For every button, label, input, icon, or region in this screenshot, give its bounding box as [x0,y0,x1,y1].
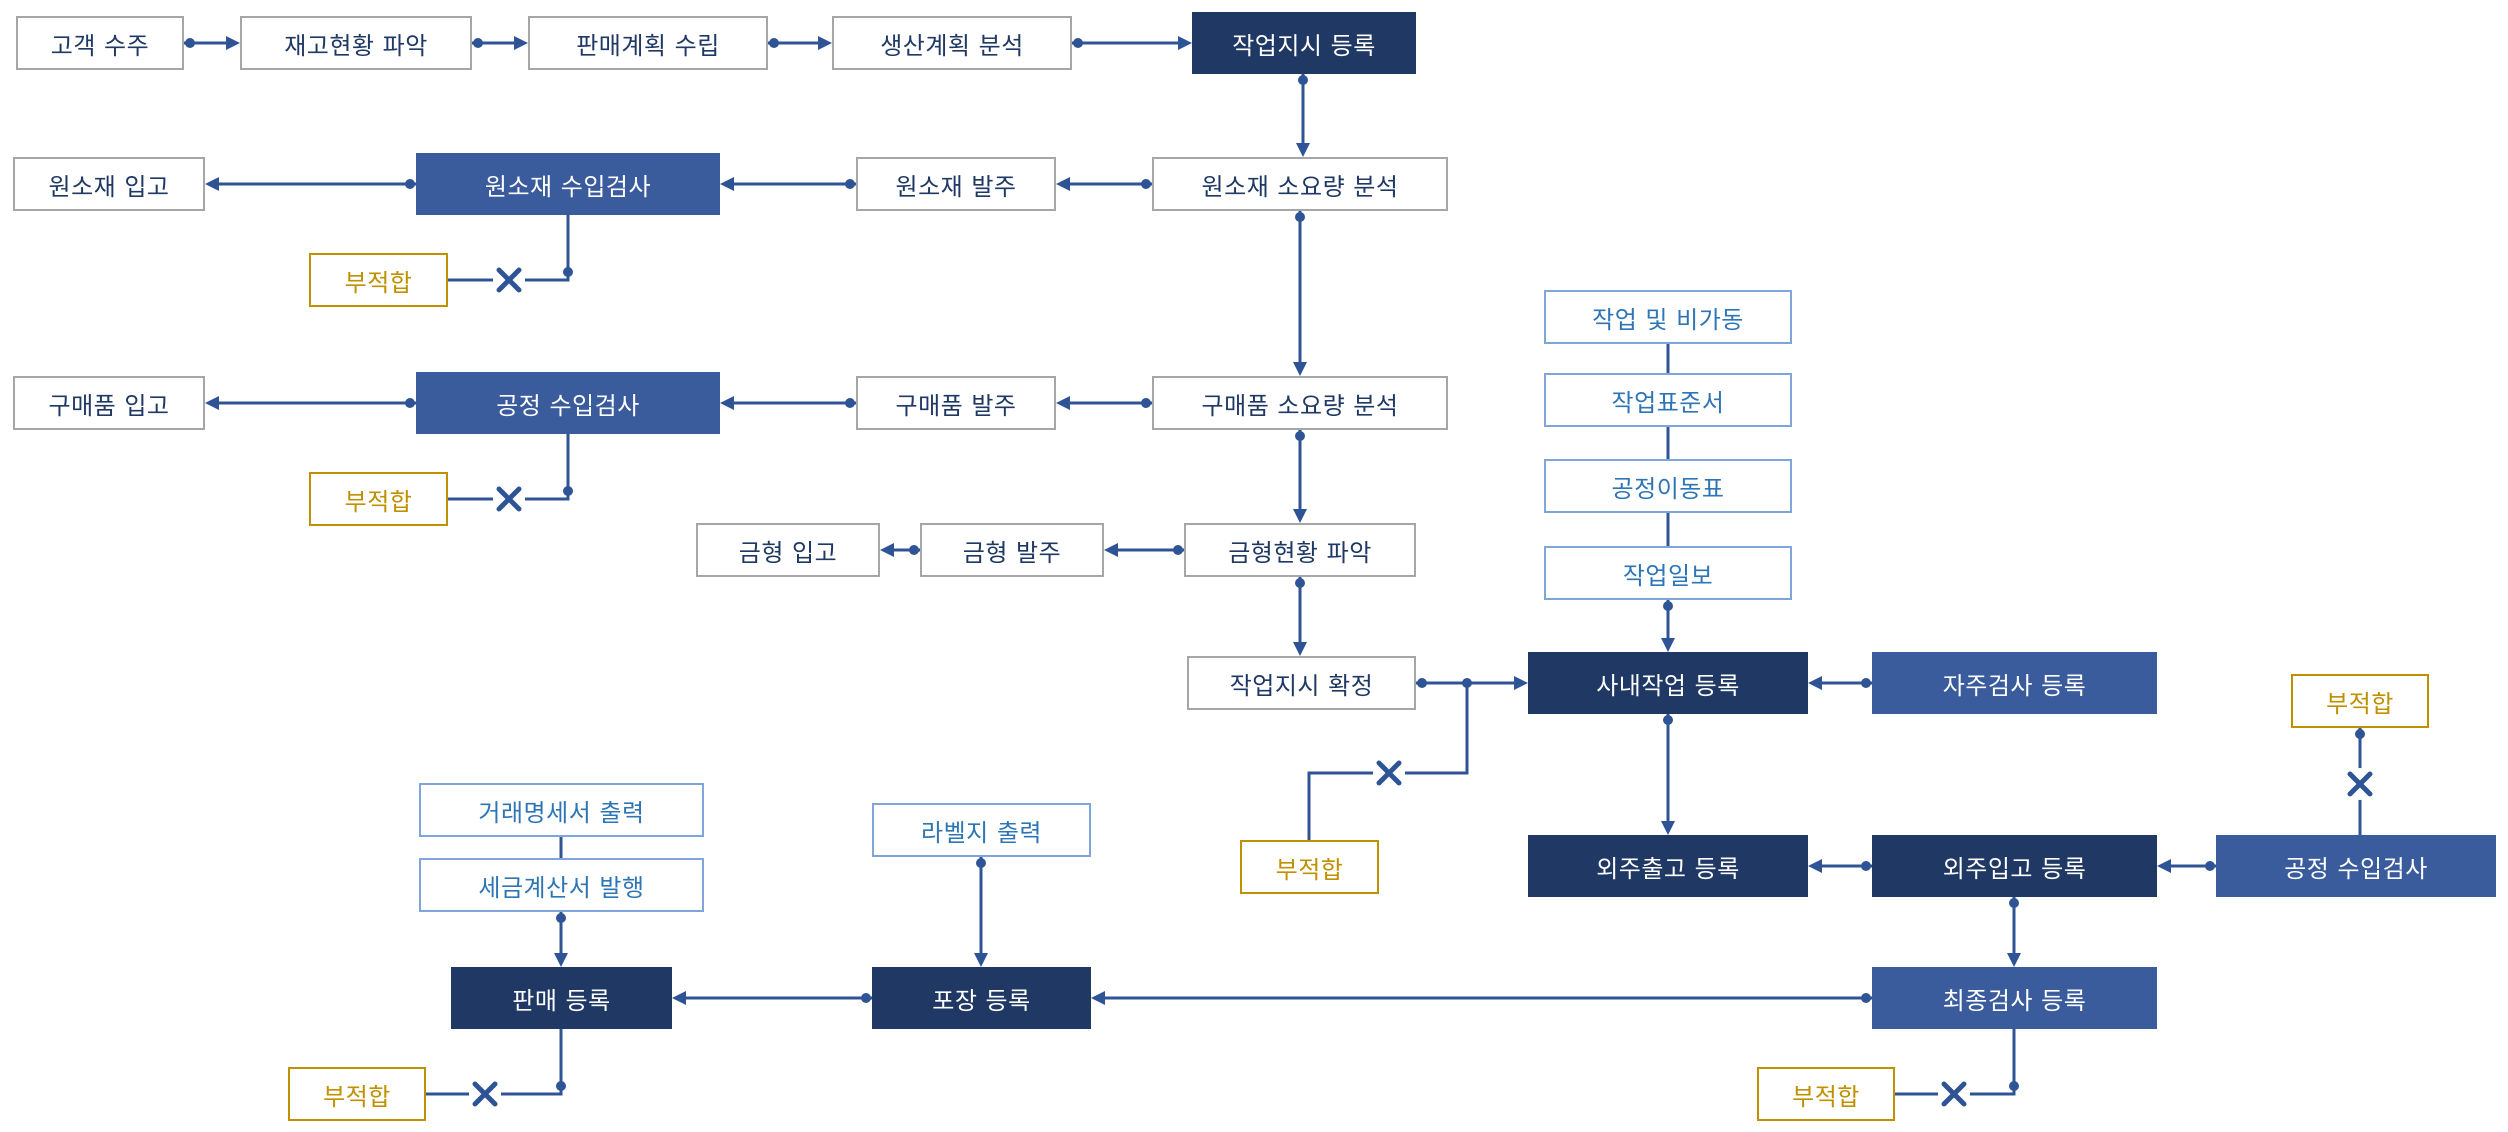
node-inhouse-work-register: 사내작업 등록 [1528,652,1808,714]
node-process-movement-sheet: 공정이동표 [1544,459,1792,513]
node-transaction-statement-print: 거래명세서 출력 [419,783,704,837]
node-mold-order: 금형 발주 [920,523,1104,577]
node-packing-register: 포장 등록 [872,967,1091,1029]
node-process-incoming-inspection-right: 공정 수입검사 [2216,835,2496,897]
node-customer-order: 고객 수주 [16,16,184,70]
node-process-incoming-inspection-left: 공정 수입검사 [416,372,720,434]
node-purchase-item-requirement-analysis: 구매품 소요량 분석 [1152,376,1448,430]
node-raw-material-receipt: 원소재 입고 [13,157,205,211]
node-reject-sales: 부적합 [288,1067,426,1121]
reject-x-icon [2344,768,2376,800]
reject-x-icon [493,264,525,296]
node-purchase-item-order: 구매품 발주 [856,376,1056,430]
node-raw-material-requirement-analysis: 원소재 소요량 분석 [1152,157,1448,211]
node-mold-receipt: 금형 입고 [696,523,880,577]
node-purchase-item-receipt: 구매품 입고 [13,376,205,430]
node-raw-material-order: 원소재 발주 [856,157,1056,211]
node-mold-status: 금형현황 파악 [1184,523,1416,577]
node-work-order-confirm: 작업지시 확정 [1187,656,1416,710]
node-outsourcing-receipt-register: 외주입고 등록 [1872,835,2157,897]
node-reject-final: 부적합 [1757,1067,1895,1121]
node-reject-process-left: 부적합 [309,472,448,526]
node-reject-inhouse: 부적합 [1240,840,1379,894]
node-final-inspection-register: 최종검사 등록 [1872,967,2157,1029]
node-work-and-downtime: 작업 및 비가동 [1544,290,1792,344]
node-raw-material-incoming-inspection: 원소재 수입검사 [416,153,720,215]
node-work-standard-sheet: 작업표준서 [1544,373,1792,427]
node-sales-register: 판매 등록 [451,967,672,1029]
node-label-paper-print: 라벨지 출력 [872,803,1091,857]
node-work-daily-report: 작업일보 [1544,546,1792,600]
node-inventory-status: 재고현황 파악 [240,16,472,70]
node-sales-plan: 판매계획 수립 [528,16,768,70]
node-production-plan: 생산계획 분석 [832,16,1072,70]
reject-x-icon [1938,1078,1970,1110]
node-outsourcing-shipment-register: 외주출고 등록 [1528,835,1808,897]
node-work-order-register: 작업지시 등록 [1192,12,1416,74]
reject-x-icon [1373,757,1405,789]
reject-x-icon [493,483,525,515]
node-self-inspection-register: 자주검사 등록 [1872,652,2157,714]
node-tax-invoice-issue: 세금계산서 발행 [419,858,704,912]
edges [184,36,2365,1096]
node-reject-raw-material: 부적합 [309,253,448,307]
node-reject-process-right: 부적합 [2291,674,2429,728]
reject-x-icon [469,1078,501,1110]
